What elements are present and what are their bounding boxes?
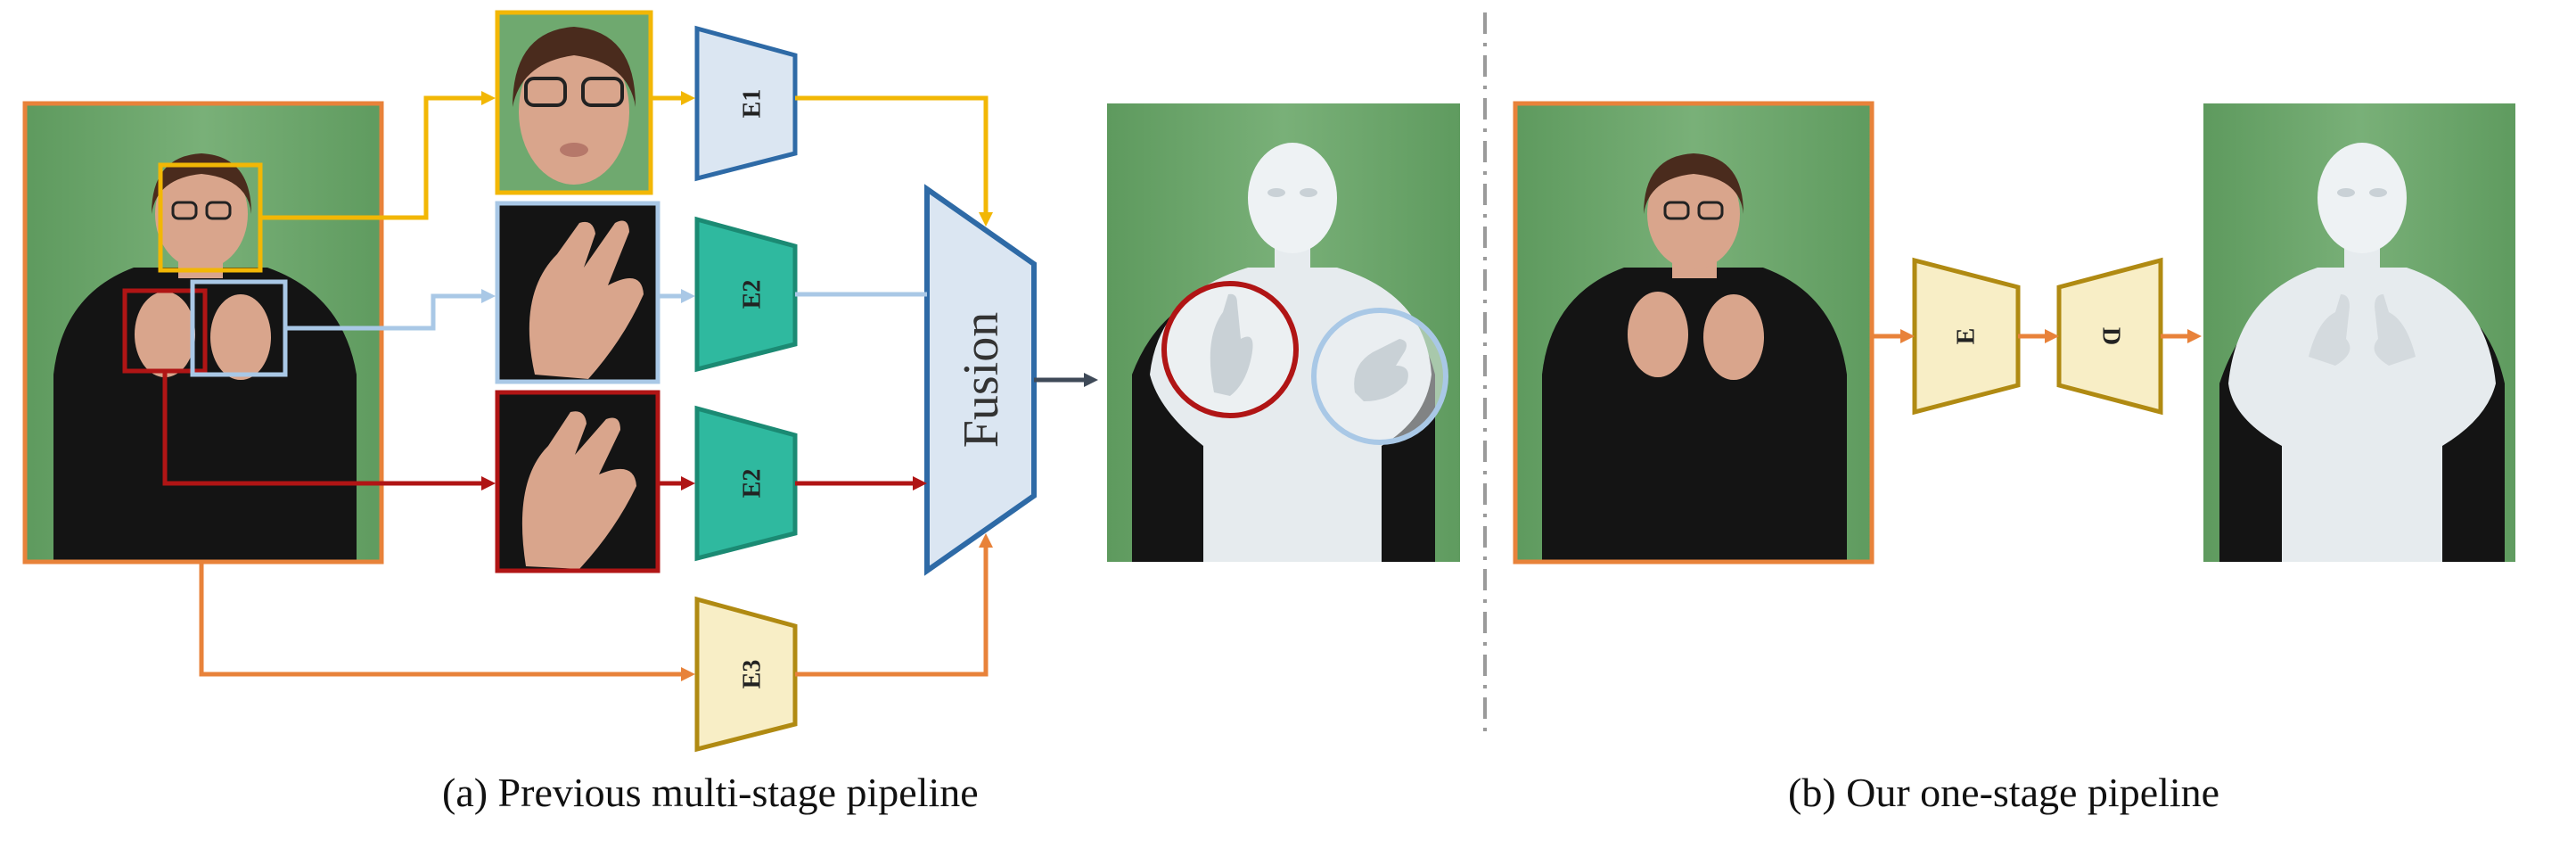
output-mesh-b — [2203, 103, 2515, 562]
encoder-e1: E1 — [694, 25, 798, 182]
encoder-e3-label: E3 — [738, 660, 766, 689]
encoder-e3: E3 — [694, 596, 798, 753]
encoder-e2-left-label: E2 — [738, 280, 766, 309]
decoder-d-label: D — [2097, 327, 2125, 345]
fusion-label: Fusion — [954, 312, 1009, 449]
left-hand-crop-image — [495, 201, 660, 384]
caption-panel-b: (b) Our one-stage pipeline — [1788, 770, 2220, 815]
encoder-e: E — [1912, 257, 2021, 416]
encoder-e-label: E — [1952, 328, 1980, 345]
input-image-b — [1513, 101, 1875, 565]
encoder-e2-right-label: E2 — [738, 469, 766, 499]
input-image-a — [22, 101, 384, 565]
arrows-b — [1872, 329, 2202, 343]
caption-panel-a: (a) Previous multi-stage pipeline — [442, 770, 979, 815]
encoder-e1-label: E1 — [738, 89, 766, 119]
panel-b: E D — [1513, 101, 2515, 565]
fusion-block: Fusion — [924, 184, 1037, 576]
arrows-a — [162, 91, 1098, 681]
right-hand-crop-image — [495, 390, 660, 573]
decoder-d: D — [2056, 257, 2163, 416]
output-mesh-a — [1107, 103, 1460, 562]
face-crop-image — [495, 10, 653, 195]
panel-a: E1 E2 E2 E3 Fusion — [22, 10, 1460, 753]
encoder-e2-left: E2 — [694, 216, 798, 373]
encoder-e2-right: E2 — [694, 405, 798, 562]
